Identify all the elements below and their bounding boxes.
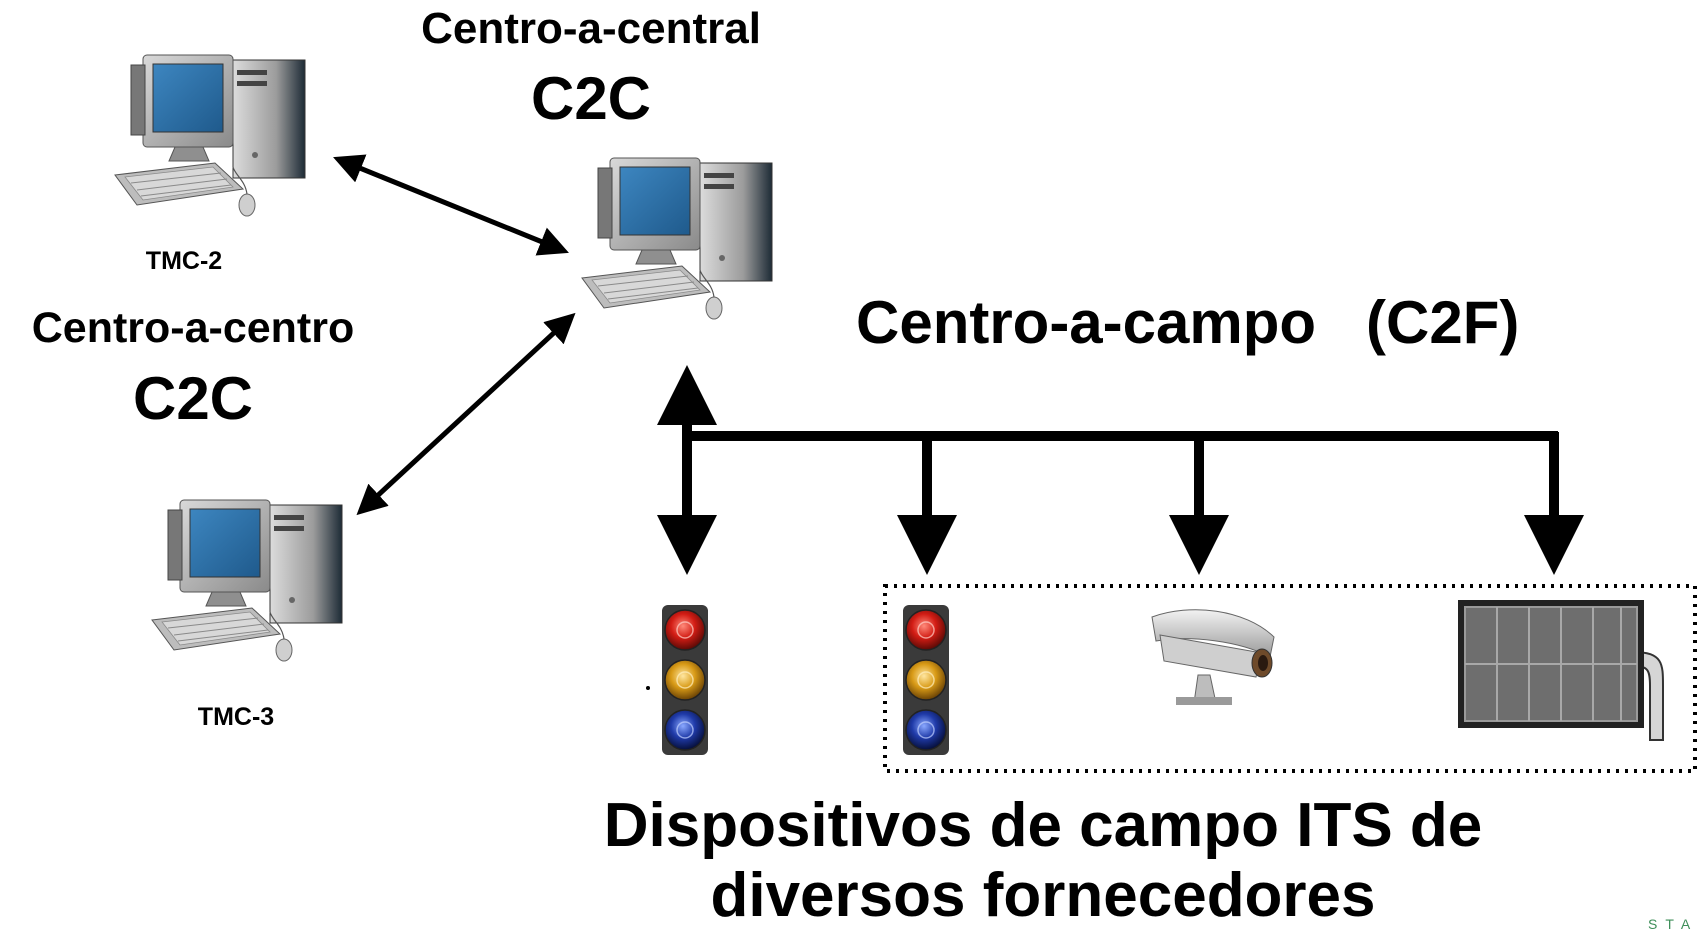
traffic-light-icon <box>661 604 709 756</box>
tmc2-label: TMC-2 <box>145 247 223 275</box>
center-to-center-label: Centro-a-centro <box>31 304 355 352</box>
computer-tmc3-icon <box>151 499 343 662</box>
computer-tmc2-icon <box>114 54 306 217</box>
c2c-top-label: C2C <box>530 65 652 132</box>
computer-central-icon <box>581 157 773 320</box>
c2c-arrow-tmc3 <box>356 312 576 516</box>
field-devices-title-line2: diversos fornecedores <box>710 861 1376 930</box>
c2f-bus <box>657 365 1584 575</box>
standards-logo-text: STANDARDS <box>1648 916 1698 931</box>
cctv-camera-icon <box>1151 609 1275 705</box>
field-devices-title-line1: Dispositivos de campo ITS de <box>603 791 1483 860</box>
message-sign-icon <box>1458 600 1664 741</box>
vendor-devices-group <box>883 584 1697 773</box>
center-to-field-label: Centro-a-campo (C2F) <box>856 289 1520 356</box>
c2c-arrow-tmc2 <box>333 154 569 256</box>
traffic-light-icon <box>902 604 950 756</box>
center-to-central-label: Centro-a-central <box>421 4 761 53</box>
tmc3-label: TMC-3 <box>197 703 275 731</box>
c2c-left-label: C2C <box>132 365 254 432</box>
